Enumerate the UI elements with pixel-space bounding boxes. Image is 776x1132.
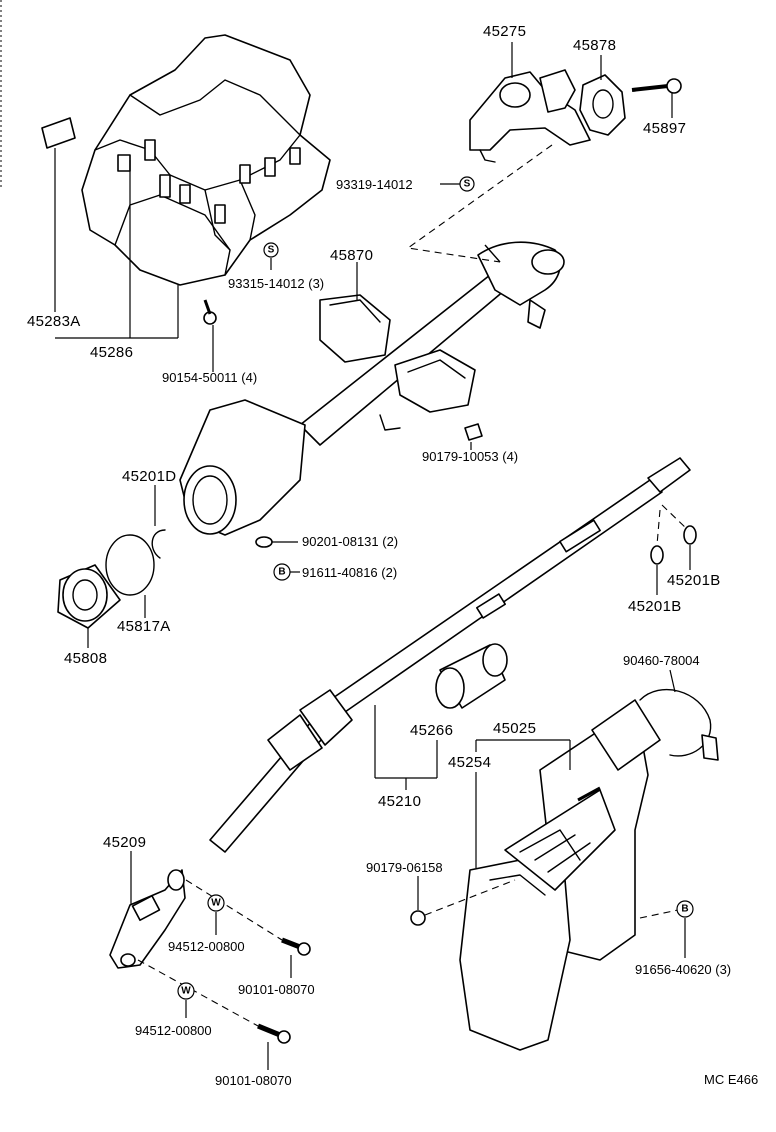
yoke-45209-drawing (109, 869, 186, 969)
main-shaft-drawing (209, 457, 691, 853)
bolt-90101-upper-drawing (281, 937, 311, 956)
label-45275: 45275 (483, 23, 526, 40)
label-45025: 45025 (493, 720, 536, 737)
label-45808: 45808 (64, 650, 107, 667)
symbol-w-upper: W (207, 894, 225, 912)
svg-text:S: S (268, 245, 275, 256)
label-93315-14012: 93315-14012 (3) (228, 276, 324, 291)
snap-ring-45201d-drawing (151, 529, 166, 559)
bolt-45897-drawing (631, 78, 682, 94)
dust-boot-drawing (459, 699, 661, 1051)
clip-90179-drawing (464, 423, 483, 441)
label-45254: 45254 (448, 754, 491, 771)
label-91656-40620: 91656-40620 (3) (635, 962, 731, 977)
label-plate-drawing (41, 117, 76, 149)
o-ring-45817a-drawing (105, 534, 155, 596)
label-45201b-left: 45201B (628, 598, 682, 615)
label-91611-40816: 91611-40816 (2) (302, 565, 397, 580)
svg-text:B: B (278, 567, 285, 578)
label-90201-08131: 90201-08131 (2) (302, 534, 398, 549)
svg-text:W: W (181, 986, 191, 997)
symbol-b-91656: B (676, 900, 694, 918)
label-94512-00800-lower: 94512-00800 (135, 1023, 212, 1038)
label-45897: 45897 (643, 120, 686, 137)
clamp-90460-drawing (639, 688, 719, 761)
label-45817a: 45817A (117, 618, 171, 635)
label-90460-78004: 90460-78004 (623, 653, 700, 668)
label-45283a: 45283A (27, 313, 81, 330)
symbol-b-91611: B (273, 563, 291, 581)
label-45209: 45209 (103, 834, 146, 851)
washer-90201-drawing (255, 536, 273, 548)
diagram-code: MC E466 (704, 1072, 758, 1087)
label-45266: 45266 (410, 722, 453, 739)
label-45201d: 45201D (122, 468, 176, 485)
column-cover-drawing (81, 34, 331, 286)
nut-90179-06158-drawing (410, 910, 426, 926)
bushing-45266-drawing (435, 643, 508, 709)
svg-text:S: S (464, 179, 471, 190)
leader-lines (54, 42, 691, 1070)
column-tube-drawing (179, 241, 565, 536)
label-45201b-right: 45201B (667, 572, 721, 589)
label-90179-10053: 90179-10053 (4) (422, 449, 518, 464)
label-45870: 45870 (330, 247, 373, 264)
ring-45201b-left-drawing (650, 545, 664, 565)
symbol-s-93315: S (263, 242, 279, 258)
bolt-90101-lower-drawing (257, 1023, 291, 1044)
label-90101-08070-upper: 90101-08070 (238, 982, 315, 997)
label-45210: 45210 (378, 793, 421, 810)
ring-45201b-right-drawing (683, 525, 697, 545)
screw-90154-drawing (203, 299, 217, 325)
svg-text:W: W (211, 898, 221, 909)
symbol-w-lower: W (177, 982, 195, 1000)
label-90179-06158: 90179-06158 (366, 860, 443, 875)
label-93319-14012: 93319-14012 (336, 177, 413, 192)
part-labels: 45275 45878 45897 93319-14012 45870 9331… (27, 23, 758, 1088)
symbol-s-93319: S (459, 176, 475, 192)
bracket-45878-drawing (579, 74, 626, 136)
label-94512-00800-upper: 94512-00800 (168, 939, 245, 954)
label-90154-50011: 90154-50011 (4) (162, 370, 257, 385)
stud-drawing (577, 786, 601, 802)
label-45878: 45878 (573, 37, 616, 54)
bearing-45808-drawing (57, 564, 121, 629)
label-90101-08070-lower: 90101-08070 (215, 1073, 292, 1088)
label-45286: 45286 (90, 344, 133, 361)
svg-text:B: B (681, 904, 688, 915)
lock-housing-drawing (469, 69, 591, 163)
